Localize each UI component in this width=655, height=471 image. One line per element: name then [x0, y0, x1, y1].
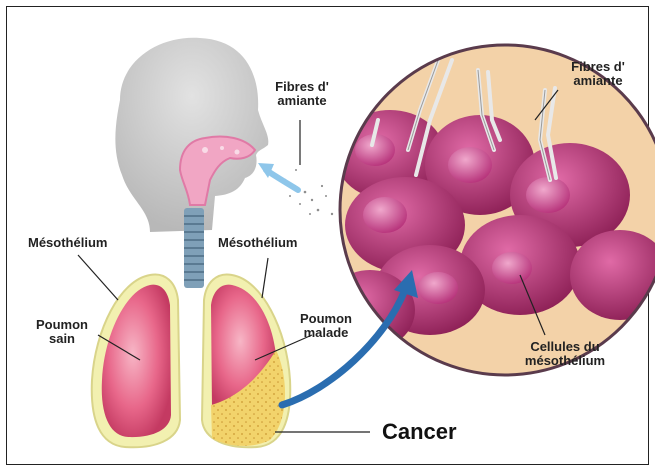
healthy-lung: [92, 274, 180, 447]
label-fibres-inner: Fibres d' amiante: [558, 60, 638, 88]
label-poumon-sain-line1: Poumon: [22, 318, 102, 332]
label-cellules: Cellules du mésothélium: [510, 340, 620, 368]
label-cancer: Cancer: [382, 420, 457, 444]
label-mesothelium-left: Mésothélium: [28, 236, 107, 250]
label-fibres-outer-line2: amiante: [262, 94, 342, 108]
inhalation-arrow: [266, 170, 298, 190]
label-cellules-line2: mésothélium: [510, 354, 620, 368]
diseased-lung: [202, 274, 290, 447]
magnified-view: [325, 45, 655, 375]
label-cellules-line1: Cellules du: [510, 340, 620, 354]
label-mesothelium-right: Mésothélium: [218, 236, 297, 250]
label-poumon-malade-line2: malade: [286, 326, 366, 340]
label-fibres-inner-line2: amiante: [558, 74, 638, 88]
label-fibres-inner-line1: Fibres d': [558, 60, 638, 74]
label-fibres-outer-line1: Fibres d': [262, 80, 342, 94]
trachea: [184, 208, 204, 288]
label-poumon-malade-line1: Poumon: [286, 312, 366, 326]
asbestos-particles: [284, 169, 333, 215]
label-poumon-sain-line2: sain: [22, 332, 102, 346]
label-poumon-sain: Poumon sain: [22, 318, 102, 346]
label-poumon-malade: Poumon malade: [286, 312, 366, 340]
label-fibres-outer: Fibres d' amiante: [262, 80, 342, 108]
